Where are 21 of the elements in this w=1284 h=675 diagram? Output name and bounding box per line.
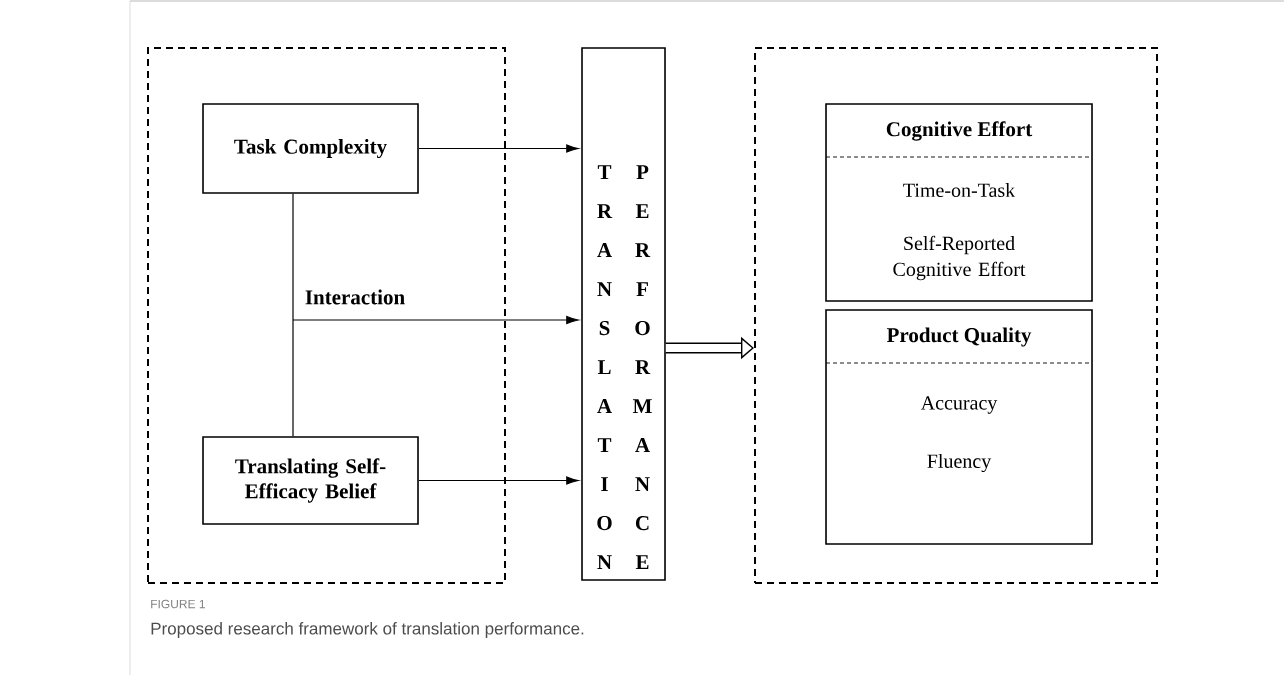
edge-label: Interaction bbox=[305, 289, 405, 305]
measure-text: Fluency bbox=[927, 453, 992, 473]
measure-box bbox=[825, 103, 1093, 302]
arrow bbox=[418, 144, 579, 153]
box-heading: Cognitive Effort bbox=[886, 121, 1033, 141]
figure-caption: Proposed research framework of translation performance. bbox=[151, 622, 584, 638]
dashed-group-box bbox=[147, 47, 506, 584]
outcome-box bbox=[581, 47, 666, 581]
measure-text: Accuracy bbox=[920, 396, 998, 414]
figure-number: FIGURE 1 bbox=[151, 599, 205, 609]
factor-box: Task Complexity bbox=[202, 103, 419, 194]
measure-text: Time-on-Task bbox=[903, 182, 1016, 198]
factor-box: Translating Self-Efficacy Belief bbox=[202, 436, 419, 525]
arrow bbox=[292, 315, 579, 325]
measure-text: Self-Reported Cognitive Effort bbox=[893, 235, 1026, 281]
vertical-text: TRANSLATION bbox=[597, 165, 613, 569]
arrow bbox=[418, 476, 579, 485]
box-heading: Product Quality bbox=[886, 327, 1032, 347]
measure-box bbox=[825, 309, 1093, 545]
vertical-text: PERFORMANCE bbox=[632, 165, 652, 569]
dashed-group-box bbox=[754, 47, 1158, 584]
